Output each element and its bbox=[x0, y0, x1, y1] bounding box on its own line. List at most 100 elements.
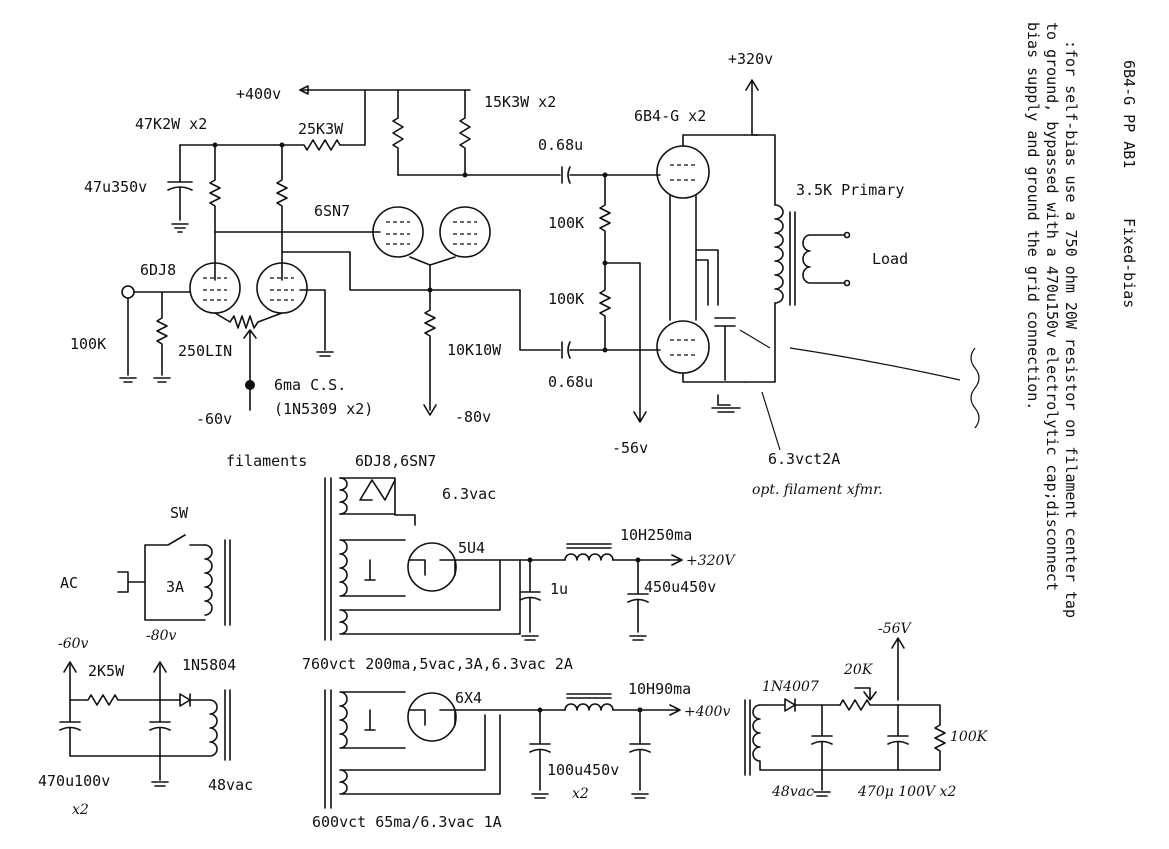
load-label: Load bbox=[872, 250, 908, 268]
diode-1n5804 bbox=[159, 693, 211, 707]
filaments-label: filaments bbox=[226, 452, 307, 470]
tube-6sn7-label: 6SN7 bbox=[314, 202, 350, 220]
r-47k-b bbox=[276, 144, 288, 281]
fil-tubes-label: 6DJ8,6SN7 bbox=[355, 452, 436, 470]
note-line-1: :for self-bias use a 750 ohm 20W resisto… bbox=[1062, 40, 1080, 618]
choke-10h90 bbox=[564, 703, 614, 711]
fuse-label: 3A bbox=[166, 578, 184, 596]
vac-48-label: 48vac bbox=[208, 776, 253, 794]
pot-250-label: 250LIN bbox=[178, 342, 232, 360]
cap-1u-label: 1u bbox=[550, 580, 568, 598]
neg-60-label: -60v bbox=[196, 410, 232, 428]
xfmr-core-6x4 bbox=[324, 689, 332, 809]
r-100k-bias-label: 100K bbox=[950, 729, 989, 745]
opt-fil-label: opt. filament xfmr. bbox=[752, 482, 883, 498]
ac-label: AC bbox=[60, 574, 78, 592]
bias-56-xfmr-core bbox=[744, 699, 751, 776]
r-2k5w bbox=[69, 694, 161, 706]
r-15k-label: 15K3W x2 bbox=[484, 93, 556, 111]
fil-xfmr-label: 6.3vct2A bbox=[768, 450, 840, 468]
choke-10h250-label: 10H250ma bbox=[620, 526, 692, 544]
choke-10h90-label: 10H90ma bbox=[628, 680, 691, 698]
neg-80-mains-label: -80v bbox=[146, 628, 177, 644]
primary-label: 3.5K Primary bbox=[796, 181, 904, 199]
mains-section: SW AC 3A -80v bbox=[60, 504, 231, 644]
cap-450u bbox=[627, 559, 649, 641]
choke-10h250 bbox=[564, 553, 614, 561]
diode-1n4007-label: 1N4007 bbox=[762, 679, 819, 695]
r-47k-a bbox=[209, 144, 221, 281]
r-25k bbox=[179, 139, 341, 151]
side-notes: 6B4-G PP AB1 Fixed-bias :for self-bias u… bbox=[1024, 22, 1138, 618]
bias-60-section: -60v 2K5W 1N5804 470u100v x2 48vac bbox=[38, 636, 253, 818]
r-10k-label: 10K10W bbox=[447, 341, 502, 359]
ground-symbol bbox=[171, 223, 189, 233]
cap-068-top bbox=[561, 166, 571, 184]
amplifier-section: +400v 15K3W x2 25K3W 47K2W x2 47u350v 6D… bbox=[70, 50, 980, 498]
rect-6x4-label: 6X4 bbox=[455, 689, 482, 707]
cap-470u100v-label: 470u100v bbox=[38, 772, 110, 790]
rail-arrow bbox=[299, 85, 309, 95]
ac-plug-icon bbox=[117, 534, 206, 621]
rectifier-6x4 bbox=[407, 692, 457, 742]
supply-5u4-section: filaments 6DJ8,6SN7 6.3vac 5U4 1u 10H250… bbox=[226, 452, 736, 673]
diode-1n5804-label: 1N5804 bbox=[182, 656, 236, 674]
bias-56-section: -56V 1N4007 20K 100K 48vac 470μ 100V x2 bbox=[744, 621, 989, 800]
schematic-title: 6B4-G PP AB1 bbox=[1120, 60, 1138, 168]
out-320-label: +320V bbox=[686, 553, 736, 569]
out-400-label: +400v bbox=[684, 704, 730, 720]
cap-470u100v-qty-label: x2 bbox=[72, 802, 89, 818]
note-line-2: to ground, bypassed with a 470u150v elec… bbox=[1043, 22, 1061, 591]
bias-neg56-label: -56V bbox=[878, 621, 913, 637]
pot-250 bbox=[214, 312, 283, 329]
r-100k-top-label: 100K bbox=[548, 214, 584, 232]
cap-068-bottom bbox=[561, 341, 571, 359]
rectifier-5u4 bbox=[407, 542, 457, 592]
schematic-subtitle: Fixed-bias bbox=[1120, 218, 1138, 308]
xfmr-core-5u4 bbox=[324, 477, 332, 641]
tube-6sn7-b bbox=[439, 206, 491, 258]
opt-primary-coil bbox=[774, 204, 784, 304]
cap-1u bbox=[519, 559, 541, 641]
tube-6b4-a bbox=[656, 145, 710, 199]
vac-48-bias-label: 48vac bbox=[771, 784, 814, 800]
bias-neg60-label: -60v bbox=[58, 636, 89, 652]
tube-6b4-label: 6B4-G x2 bbox=[634, 107, 706, 125]
supply-6x4-section: 6X4 10H90ma +400v 100u450v x2 600vct 65m… bbox=[312, 680, 730, 831]
pot-20k-label: 20K bbox=[843, 662, 874, 678]
tube-6dj8-label: 6DJ8 bbox=[140, 261, 176, 279]
xfmr-5u4-label: 760vct 200ma,5vac,3A,6.3vac 2A bbox=[302, 655, 573, 673]
cap-068-bottom-label: 0.68u bbox=[548, 373, 593, 391]
sw-label: SW bbox=[170, 504, 189, 522]
neg-80-label: -80v bbox=[455, 408, 491, 426]
xfmr-6x4-label: 600vct 65ma/6.3vac 1A bbox=[312, 813, 502, 831]
cap-450u-label: 450u450v bbox=[644, 578, 716, 596]
cs-label: 6ma C.S. bbox=[274, 376, 346, 394]
rail-drop-25k bbox=[339, 89, 366, 146]
r-100k-bottom-label: 100K bbox=[548, 290, 584, 308]
r-2k5w-label: 2K5W bbox=[88, 662, 125, 680]
note-line-3: bias supply and ground the grid connecti… bbox=[1024, 22, 1042, 410]
bias-xfmr-coil bbox=[69, 699, 218, 757]
b-plus-400-label: +400v bbox=[236, 85, 281, 103]
opt-secondary-coil bbox=[802, 234, 846, 284]
r-47k-label: 47K2W x2 bbox=[135, 115, 207, 133]
fil-volt-label: 6.3vac bbox=[442, 485, 496, 503]
cap-068-top-label: 0.68u bbox=[538, 136, 583, 154]
cs-part-label: (1N5309 x2) bbox=[274, 400, 373, 418]
cap-470-label: 470μ 100V x2 bbox=[857, 784, 956, 800]
cap-100u-label: 100u450v bbox=[547, 761, 619, 779]
mains-xfmr-coil bbox=[204, 544, 213, 616]
input-jack-icon bbox=[121, 285, 135, 299]
r-25k-label: 25K3W bbox=[298, 120, 344, 138]
r-100k-input-label: 100K bbox=[70, 335, 106, 353]
plate-resistor-right bbox=[459, 117, 471, 176]
tube-6b4-b bbox=[656, 320, 710, 374]
tube-6sn7-a bbox=[372, 206, 424, 258]
cap-47u-label: 47u350v bbox=[84, 178, 147, 196]
cap-47u bbox=[167, 144, 193, 221]
rect-5u4-label: 5U4 bbox=[458, 539, 485, 557]
pot-20k bbox=[839, 699, 899, 711]
b-plus-320-label: +320v bbox=[728, 50, 773, 68]
